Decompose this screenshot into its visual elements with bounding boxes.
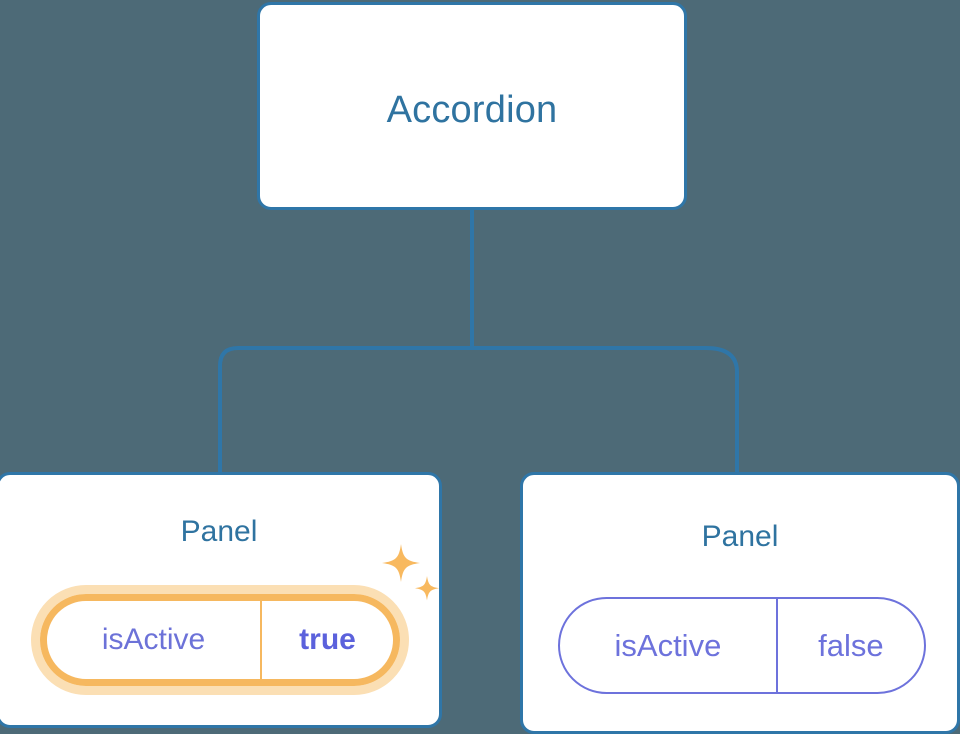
component-title-panel-right: Panel [701, 520, 779, 553]
prop-key: isActive [101, 623, 206, 656]
prop-pill-glow-ring [31, 585, 409, 695]
component-card-panel-right[interactable]: Panel isActive false [520, 472, 960, 734]
connector-branch [218, 346, 739, 472]
component-title-accordion: Accordion [386, 89, 558, 131]
prop-value: false [775, 599, 924, 692]
prop-value: true [260, 601, 393, 679]
component-title-panel-left: Panel [180, 515, 258, 548]
prop-pill-isactive-false[interactable]: isActive false [558, 597, 926, 694]
component-card-accordion[interactable]: Accordion [257, 2, 687, 210]
prop-pill-highlighted-wrapper: isActive true [31, 585, 409, 695]
component-card-panel-left[interactable]: Panel isActive true [0, 472, 442, 728]
prop-pill-isactive-true[interactable]: isActive true [40, 594, 400, 686]
prop-key: isActive [614, 627, 722, 663]
sparkle-icon [382, 544, 439, 601]
